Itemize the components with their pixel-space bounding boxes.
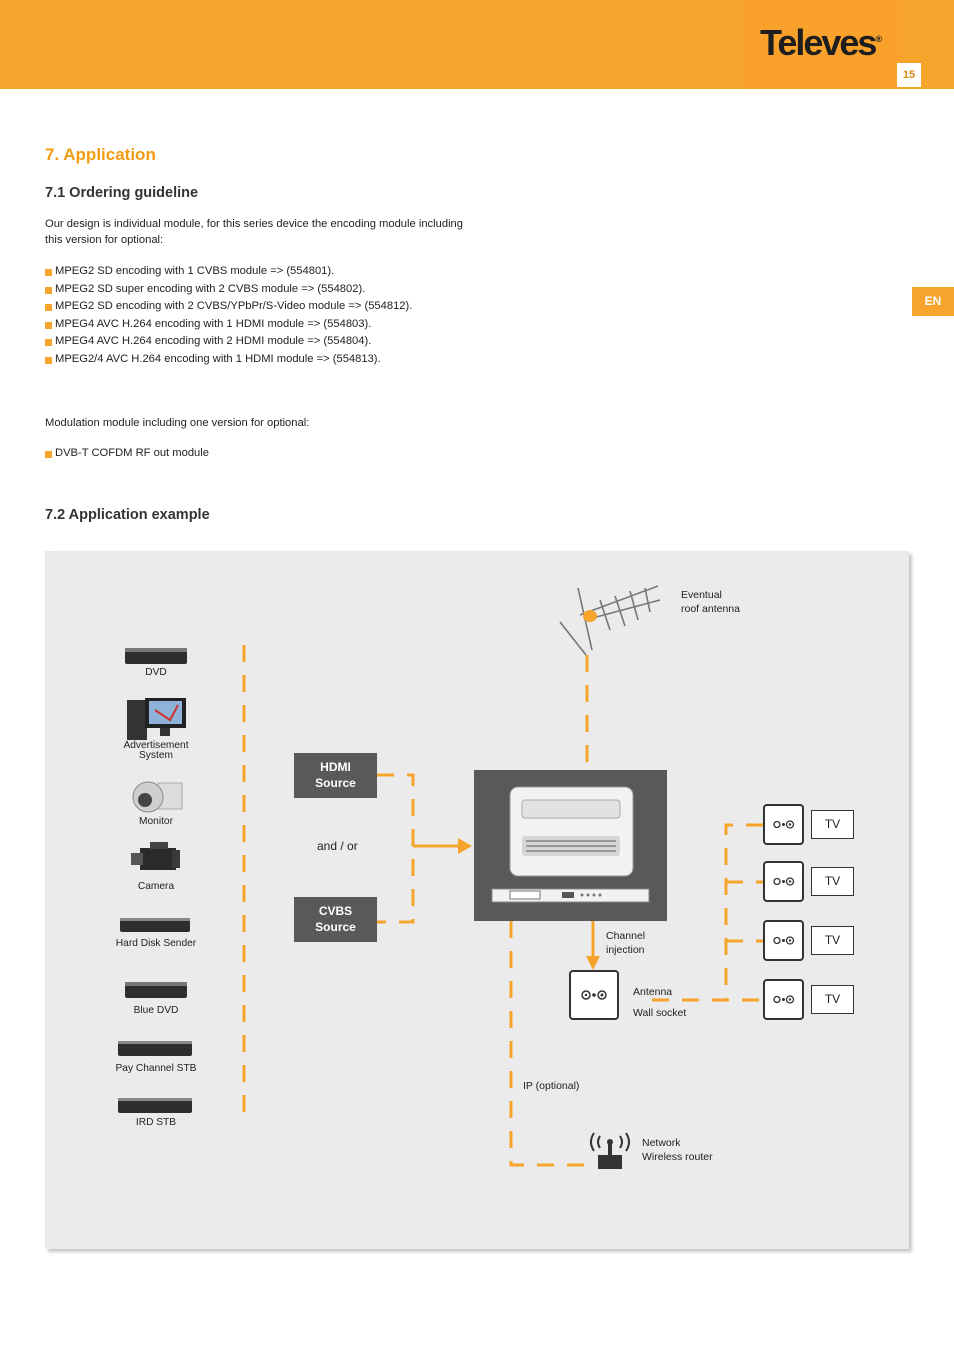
list-item: MPEG2 SD encoding with 2 CVBS/YPbPr/S-Vi…	[45, 298, 412, 316]
hdmi-source-line2: Source	[315, 776, 356, 790]
coax-socket-icon	[773, 877, 795, 886]
device-label-dvd: DVD	[145, 667, 167, 678]
list-item: DVB-T COFDM RF out module	[45, 445, 209, 463]
ird-stb-icon	[118, 1098, 192, 1113]
device-label-hard-disk: Hard Disk Sender	[115, 938, 197, 949]
tv-box: TV	[811, 985, 854, 1014]
hard-disk-sender-icon	[120, 918, 190, 932]
list-item: MPEG2 SD super encoding with 2 CVBS modu…	[45, 281, 412, 299]
brand-logo: Televes®	[760, 22, 883, 63]
example-heading: 7.2 Application example	[45, 507, 210, 523]
tv-box: TV	[811, 810, 854, 839]
tv-socket	[763, 804, 804, 845]
tv-branch-line	[724, 823, 763, 1000]
tv-box: TV	[811, 867, 854, 896]
device-label-pay-stb: Pay Channel STB	[115, 1063, 197, 1074]
antenna-label-line2: roof antenna	[681, 603, 740, 615]
channel-injection-label: Channel injection	[606, 929, 645, 957]
injection-arrow-head	[586, 956, 600, 970]
dvd-icon	[125, 648, 187, 664]
camcorder-icon	[131, 842, 180, 870]
modulation-list: DVB-T COFDM RF out module	[45, 445, 209, 463]
tv-socket	[763, 979, 804, 1020]
device-label-monitor: Monitor	[139, 816, 173, 827]
antenna-wall-socket	[569, 970, 619, 1020]
language-tab[interactable]: EN	[912, 287, 954, 316]
antenna-label: Eventual roof antenna	[681, 588, 740, 616]
modulation-intro: Modulation module including one version …	[45, 417, 310, 429]
list-item: MPEG4 AVC H.264 encoding with 1 HDMI mod…	[45, 316, 412, 334]
computer-icon	[127, 698, 186, 740]
list-item: MPEG4 AVC H.264 encoding with 2 HDMI mod…	[45, 333, 412, 351]
and-or-label: and / or	[317, 839, 358, 853]
coax-socket-icon	[773, 936, 795, 945]
antenna-label-line1: Eventual	[681, 589, 722, 601]
ip-optional-label: IP (optional)	[523, 1080, 580, 1092]
security-camera-icon	[132, 781, 183, 813]
headend-device-icon	[491, 786, 650, 903]
ordering-intro: Our design is individual module, for thi…	[45, 218, 463, 246]
antenna-icon	[559, 585, 661, 656]
device-label-advertisement: Advertisement System	[123, 740, 189, 761]
coax-socket-icon	[581, 990, 607, 1000]
ordering-list: MPEG2 SD encoding with 1 CVBS module => …	[45, 263, 412, 369]
channel-injection-line2: injection	[606, 944, 645, 956]
wireless-router-icon	[590, 1132, 630, 1169]
list-item: MPEG2 SD encoding with 1 CVBS module => …	[45, 263, 412, 281]
router-label-line1: Network	[642, 1137, 681, 1149]
list-item: MPEG2/4 AVC H.264 encoding with 1 HDMI m…	[45, 351, 412, 369]
cvbs-source-line1: CVBS	[318, 904, 353, 918]
headend-unit	[474, 770, 667, 921]
coax-socket-icon	[773, 995, 795, 1004]
cvbs-source-box: CVBS Source	[294, 897, 377, 942]
ordering-heading: 7.1 Ordering guideline	[45, 185, 199, 201]
router-label-line2: Wireless router	[642, 1151, 713, 1163]
cvbs-source-line2: Source	[315, 920, 356, 934]
wall-socket-label: Antenna Wall socket	[633, 982, 686, 1024]
ip-link-line	[509, 921, 593, 1167]
tv-box: TV	[811, 926, 854, 955]
pay-channel-stb-icon	[118, 1041, 192, 1056]
device-label-blue-dvd: Blue DVD	[133, 1005, 179, 1016]
tv-socket	[763, 861, 804, 902]
hdmi-cvbs-link	[377, 773, 415, 924]
coax-socket-icon	[773, 820, 795, 829]
router-label: Network Wireless router	[642, 1136, 713, 1164]
page-number: 15	[897, 63, 921, 87]
wall-socket-line2: Wall socket	[633, 1007, 687, 1019]
blue-dvd-icon	[125, 982, 187, 998]
hdmi-source-box: HDMI Source	[294, 753, 377, 798]
input-arrow-head	[458, 838, 472, 854]
hdmi-source-line1: HDMI	[320, 760, 351, 774]
tv-socket	[763, 920, 804, 961]
device-label-ird-stb: IRD STB	[135, 1117, 177, 1128]
logo-box	[744, 0, 900, 89]
channel-injection-line1: Channel	[606, 930, 646, 942]
section-title: 7. Application	[45, 145, 156, 164]
wall-socket-line1: Antenna	[633, 986, 673, 998]
device-label-camera: Camera	[137, 881, 175, 892]
